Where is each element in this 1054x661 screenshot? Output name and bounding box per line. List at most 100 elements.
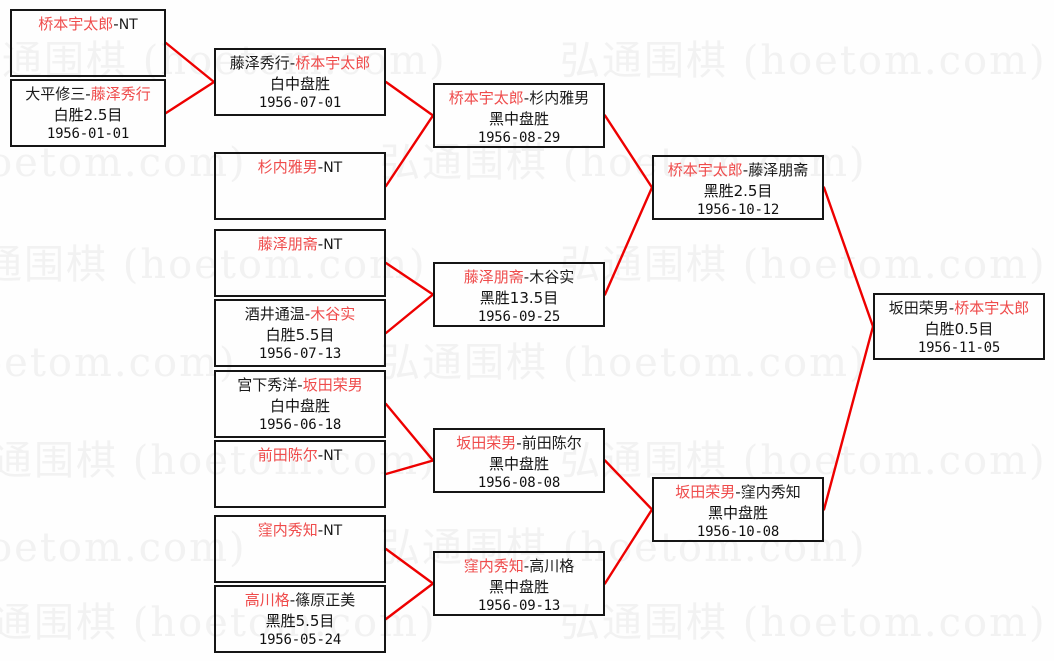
player-right: NT — [323, 160, 343, 176]
player-separator: - — [289, 591, 296, 609]
connector-line — [384, 402, 435, 462]
match-box[interactable]: 坂田荣男-前田陈尔黑中盘胜 1956-08-08 — [433, 428, 605, 493]
player-left: 藤泽朋斋 — [257, 235, 318, 253]
player-left: 桥本宇太郎 — [448, 89, 524, 107]
match-result: 白胜5.5目 — [265, 325, 335, 344]
watermark-text: 弘通围棋 (hoetom.com) — [0, 525, 247, 571]
match-date: 1956-07-01 — [258, 95, 342, 112]
player-left: 桥本宇太郎 — [38, 15, 114, 33]
player-right: 藤泽朋斋 — [748, 161, 809, 179]
match-result: 黑胜13.5目 — [479, 288, 559, 307]
player-left: 坂田荣男 — [888, 299, 949, 317]
match-players: 桥本宇太郎-杉内雅男 — [435, 88, 603, 109]
match-box[interactable]: 桥本宇太郎-杉内雅男黑中盘胜 1956-08-29 — [433, 83, 605, 148]
match-box[interactable]: 杉内雅男-NT — [214, 152, 386, 220]
connector-line — [384, 582, 435, 621]
match-result: 黑胜2.5目 — [703, 181, 773, 200]
match-players: 窪内秀知-NT — [216, 520, 384, 541]
connector-line — [603, 114, 654, 189]
player-left: 高川格 — [244, 591, 290, 609]
player-right: 藤泽秀行 — [90, 85, 151, 103]
connector-line — [822, 186, 875, 328]
player-separator: - — [523, 557, 530, 575]
match-players: 坂田荣男-桥本宇太郎 — [875, 298, 1043, 319]
match-result: 黑中盘胜 — [488, 109, 549, 128]
match-players: 藤泽秀行-桥本宇太郎 — [216, 53, 384, 74]
connector-line — [384, 114, 435, 188]
player-right: NT — [323, 523, 343, 539]
connector-line — [384, 80, 435, 117]
player-left: 坂田荣男 — [675, 483, 736, 501]
match-date: 1956-07-13 — [258, 346, 342, 363]
player-right: 桥本宇太郎 — [295, 54, 371, 72]
match-players: 桥本宇太郎-藤泽朋斋 — [654, 160, 822, 181]
connector-line — [384, 261, 435, 296]
match-result: 黑中盘胜 — [488, 454, 549, 473]
player-right: NT — [118, 17, 138, 33]
player-right: 杉内雅男 — [529, 89, 590, 107]
player-left: 坂田荣男 — [456, 434, 517, 452]
match-players: 坂田荣男-前田陈尔 — [435, 433, 603, 454]
watermark-text: 弘通围棋 (hoetom.com) — [560, 600, 1047, 646]
match-result: 白中盘胜 — [269, 396, 330, 415]
match-box[interactable]: 酒井通温-木谷实白胜5.5目 1956-07-13 — [214, 299, 386, 367]
match-box[interactable]: 窪内秀知-NT — [214, 515, 386, 583]
watermark-text: 弘通围棋 (hoetom.com) — [380, 340, 867, 386]
match-result: 黑胜5.5目 — [265, 611, 335, 630]
match-date: 1956-08-08 — [477, 475, 561, 492]
player-left: 桥本宇太郎 — [667, 161, 743, 179]
match-box[interactable]: 前田陈尔-NT — [214, 440, 386, 508]
player-left: 窪内秀知 — [257, 521, 318, 539]
player-separator: - — [948, 299, 955, 317]
player-separator: - — [317, 521, 324, 539]
player-left: 藤泽朋斋 — [463, 268, 524, 286]
player-right: 高川格 — [529, 557, 575, 575]
match-players: 前田陈尔-NT — [216, 445, 384, 466]
match-date: 1956-01-01 — [46, 126, 130, 143]
match-date: 1956-05-24 — [258, 632, 342, 649]
player-right: 坂田荣男 — [302, 376, 363, 394]
match-players: 杉内雅男-NT — [216, 157, 384, 178]
player-right: 篠原正美 — [295, 591, 356, 609]
player-right: NT — [323, 237, 343, 253]
match-date: 1956-09-13 — [477, 598, 561, 615]
match-box[interactable]: 桥本宇太郎-藤泽朋斋黑胜2.5目 1956-10-12 — [652, 155, 824, 220]
connector-line — [603, 459, 654, 511]
match-date: 1956-06-18 — [258, 417, 342, 434]
match-players: 酒井通温-木谷实 — [216, 304, 384, 325]
player-separator: - — [317, 158, 324, 176]
player-right: 前田陈尔 — [521, 434, 582, 452]
watermark-text: 弘通围棋 (hoetom.com) — [0, 340, 237, 386]
match-date: 1956-11-05 — [917, 340, 1001, 357]
connector-line — [384, 293, 435, 335]
player-left: 酒井通温 — [244, 305, 305, 323]
player-left: 宫下秀洋 — [237, 376, 298, 394]
match-date: 1956-10-12 — [696, 202, 780, 219]
player-separator: - — [317, 235, 324, 253]
player-separator: - — [113, 15, 119, 33]
match-players: 高川格-篠原正美 — [216, 590, 384, 611]
match-date: 1956-08-29 — [477, 130, 561, 147]
player-separator: - — [304, 305, 311, 323]
connector-line — [164, 80, 216, 115]
player-right: 窪内秀知 — [740, 483, 801, 501]
player-separator: - — [297, 376, 303, 394]
match-players: 桥本宇太郎-NT — [12, 14, 164, 35]
connector-line — [164, 41, 216, 84]
player-left: 前田陈尔 — [257, 446, 318, 464]
connector-line — [603, 508, 654, 585]
player-left: 大平修三 — [25, 85, 86, 103]
player-separator: - — [523, 268, 530, 286]
match-box[interactable]: 藤泽朋斋-NT — [214, 229, 386, 297]
match-box[interactable]: 桥本宇太郎-NT — [10, 9, 166, 77]
match-players: 宫下秀洋-坂田荣男 — [216, 375, 384, 396]
player-left: 窪内秀知 — [463, 557, 524, 575]
